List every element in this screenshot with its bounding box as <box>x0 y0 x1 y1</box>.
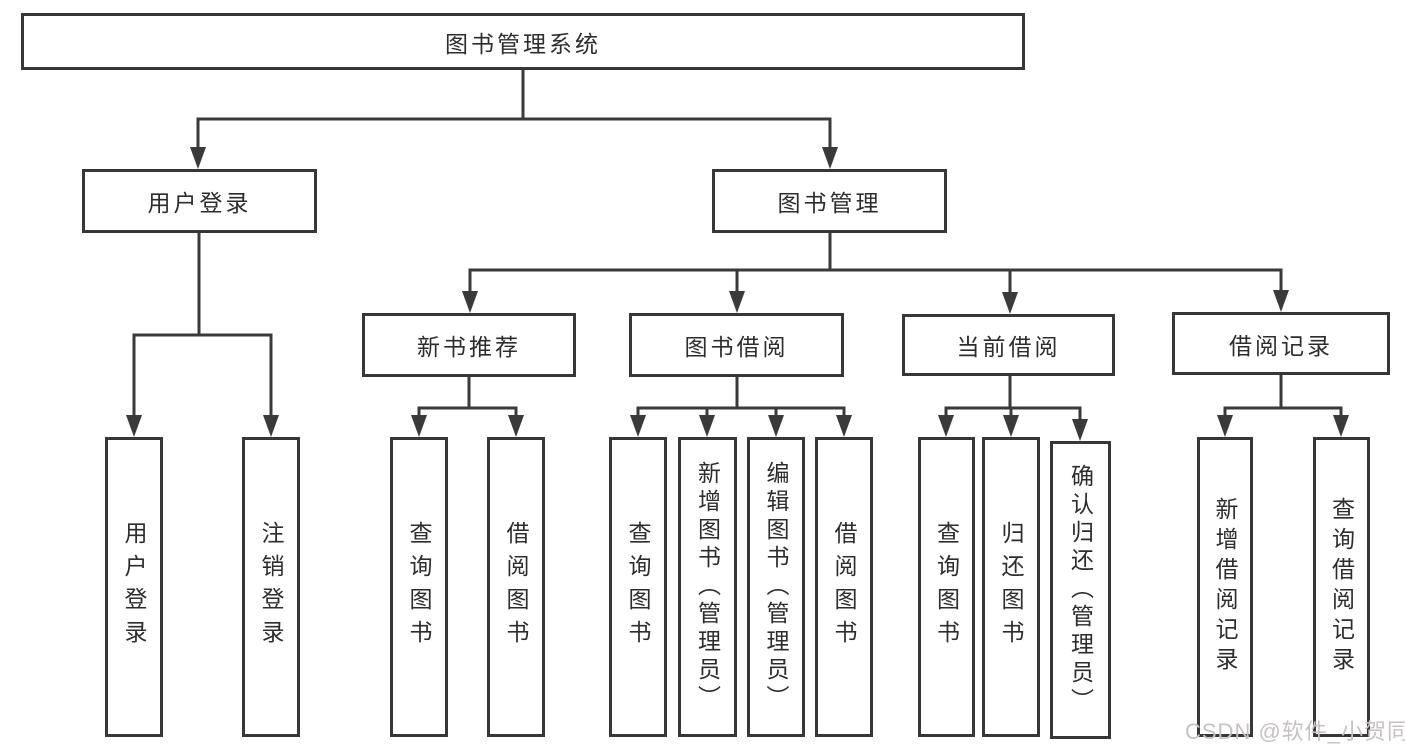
node-book-borrow: 图书借阅 <box>629 313 844 377</box>
node-borrow-records: 借阅记录 <box>1172 312 1390 375</box>
leaf-br-query-record-label: 查询借阅记录 <box>1328 497 1355 677</box>
node-book-management-label: 图书管理 <box>777 190 882 216</box>
leaf-user-login: 用户登录 <box>105 437 163 737</box>
node-current-borrow: 当前借阅 <box>902 314 1115 376</box>
leaf-logout-label: 注销登录 <box>258 521 284 653</box>
leaf-bb-edit-books-admin-label: 编辑图书（管理员） <box>763 461 789 713</box>
leaf-rec-query-books-label: 查询图书 <box>406 521 432 653</box>
leaf-rec-query-books: 查询图书 <box>390 437 448 737</box>
leaf-br-query-record: 查询借阅记录 <box>1313 437 1370 737</box>
leaf-cb-confirm-return-admin: 确认归还（管理员） <box>1050 441 1111 739</box>
leaf-logout: 注销登录 <box>242 437 300 737</box>
node-new-book-recommend-label: 新书推荐 <box>417 334 521 360</box>
node-new-book-recommend: 新书推荐 <box>362 313 576 377</box>
leaf-br-add-record: 新增借阅记录 <box>1197 437 1253 737</box>
leaf-user-login-label: 用户登录 <box>121 521 147 653</box>
leaf-br-add-record-label: 新增借阅记录 <box>1212 497 1238 677</box>
watermark: CSDN @软件_小贺同学 <box>1185 719 1405 744</box>
node-current-borrow-label: 当前借阅 <box>956 334 1061 360</box>
leaf-bb-add-books-admin: 新增图书（管理员） <box>678 437 737 737</box>
leaf-cb-return-books: 归还图书 <box>982 437 1040 737</box>
leaf-cb-query-books: 查询图书 <box>918 437 975 737</box>
node-root: 图书管理系统 <box>21 13 1025 70</box>
node-user-login: 用户登录 <box>82 169 317 233</box>
leaf-bb-add-books-admin-label: 新增图书（管理员） <box>694 461 721 713</box>
node-book-borrow-label: 图书借阅 <box>684 334 789 360</box>
leaf-cb-query-books-label: 查询图书 <box>933 521 960 653</box>
leaf-cb-confirm-return-admin-label: 确认归还（管理员） <box>1067 464 1094 716</box>
node-user-login-label: 用户登录 <box>147 190 252 216</box>
leaf-rec-borrow-books-label: 借阅图书 <box>503 521 529 653</box>
leaf-bb-query-books-label: 查询图书 <box>625 521 651 653</box>
leaf-bb-query-books: 查询图书 <box>609 437 667 737</box>
leaf-bb-edit-books-admin: 编辑图书（管理员） <box>747 437 805 737</box>
arrowheads <box>126 147 1349 441</box>
leaf-cb-return-books-label: 归还图书 <box>998 521 1024 653</box>
leaf-rec-borrow-books: 借阅图书 <box>487 437 545 737</box>
node-borrow-records-label: 借阅记录 <box>1229 332 1333 359</box>
node-book-management: 图书管理 <box>712 169 947 233</box>
node-root-label: 图书管理系统 <box>445 30 601 57</box>
leaf-bb-borrow-books: 借阅图书 <box>815 437 873 737</box>
leaf-bb-borrow-books-label: 借阅图书 <box>831 521 857 653</box>
